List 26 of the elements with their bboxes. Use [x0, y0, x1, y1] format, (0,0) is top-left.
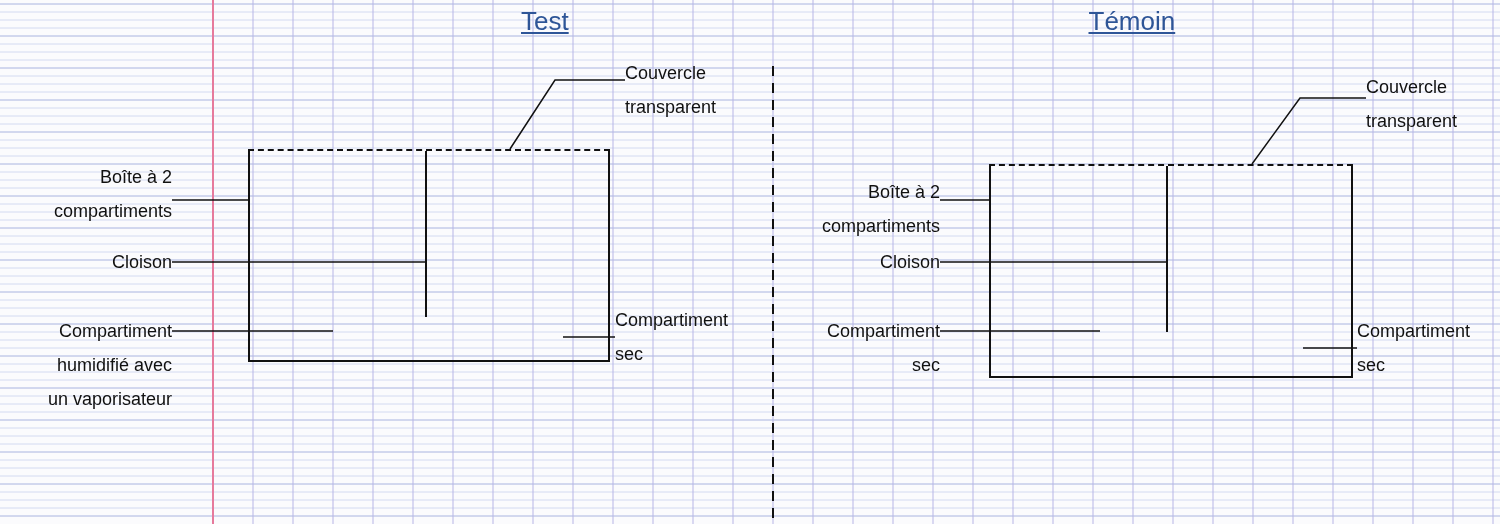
leader-line [939, 330, 1101, 332]
leader-line [1251, 97, 1367, 165]
panel-title: Test [521, 6, 569, 37]
leader-line [171, 261, 426, 263]
part-label: Compartiment sec [615, 303, 755, 371]
leader-line [939, 199, 990, 201]
part-label: Compartiment sec [800, 314, 940, 382]
part-label: Couvercle transparent [1366, 70, 1496, 138]
part-label: Boîte à 2 compartiments [32, 160, 172, 228]
leader-line [171, 199, 249, 201]
leader-line [1302, 347, 1358, 349]
part-label: Compartiment humidifié avec un vaporisateur [32, 314, 172, 416]
part-label: Cloison [62, 245, 172, 279]
leader-line [939, 261, 1167, 263]
leader-line [562, 336, 616, 338]
container-outline [989, 166, 1353, 378]
part-label: Compartiment sec [1357, 314, 1497, 382]
part-label: Cloison [800, 245, 940, 279]
leader-line [509, 79, 626, 150]
container-outline [248, 151, 610, 362]
part-label: Couvercle transparent [625, 56, 755, 124]
panel-title: Témoin [1088, 6, 1176, 37]
lid-outline [248, 149, 610, 151]
leader-line [171, 330, 334, 332]
lid-outline [989, 164, 1353, 166]
part-label: Boîte à 2 compartiments [800, 175, 940, 243]
